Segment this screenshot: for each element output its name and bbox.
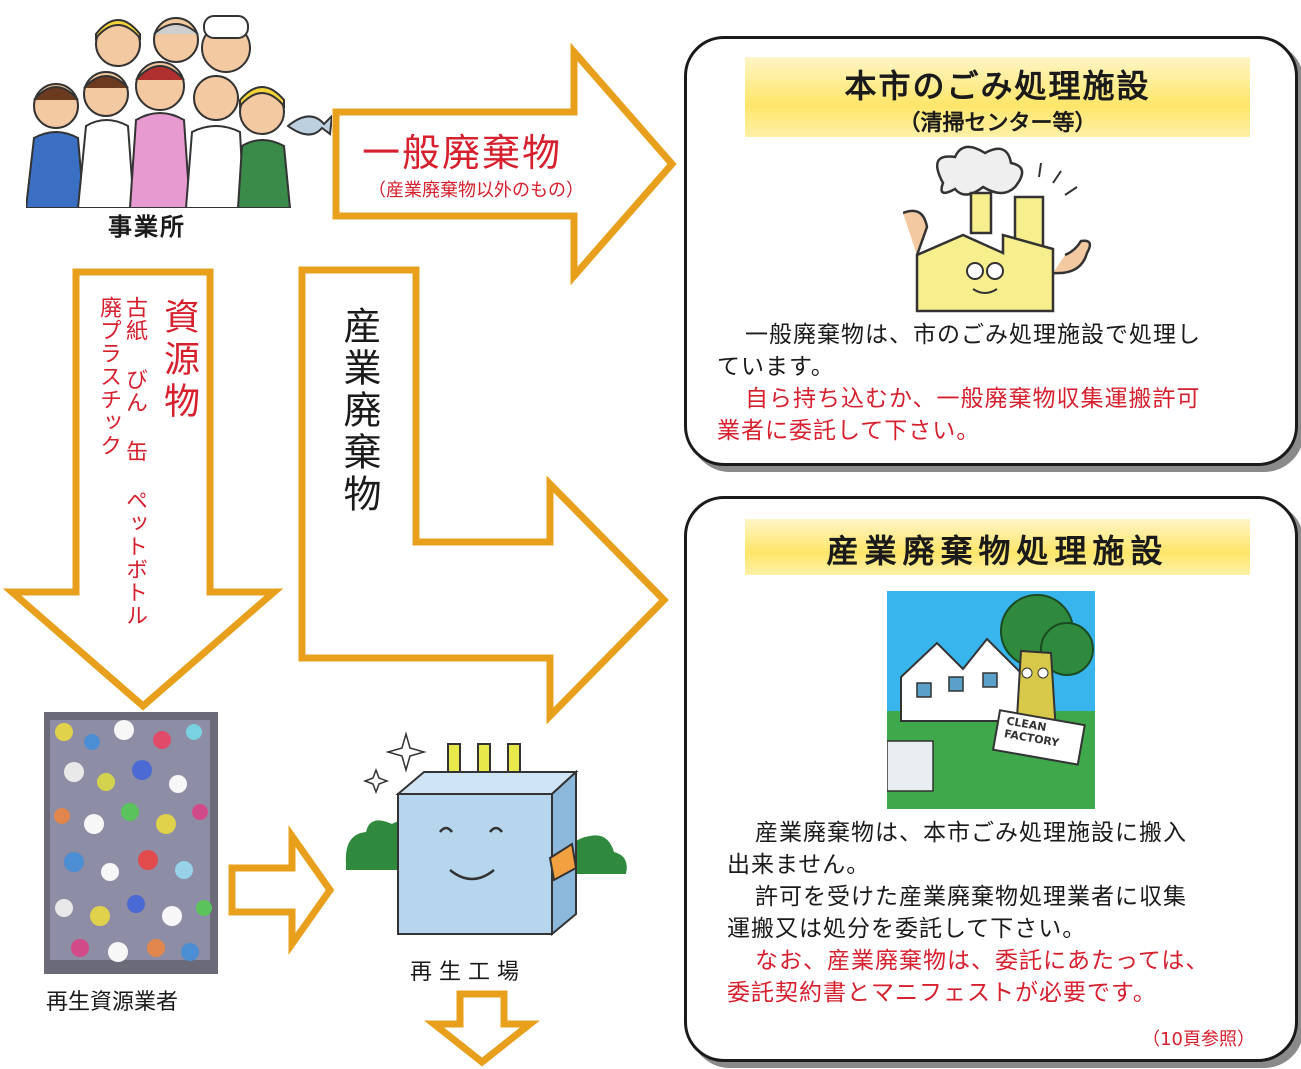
industrial-facility-text: 産業廃棄物は、本市ごみ処理施設に搬入 出来ません。 許可を受けた産業廃棄物処理業… <box>727 817 1287 1009</box>
general-waste-label: 一般廃棄物 <box>362 131 563 175</box>
industrial-waste-label: 産業廃棄物 <box>337 306 381 516</box>
arrow-resources <box>2 268 284 711</box>
arrow-industrial-waste <box>298 266 669 725</box>
recycler-bale-photo <box>44 712 218 974</box>
arrow-factory-down <box>423 990 541 1067</box>
factory-label: 再 生 工 場 <box>410 960 519 985</box>
city-facility-text1-line2: ています。 <box>717 354 835 380</box>
industrial-facility-title: 産業廃棄物処理施設 <box>826 532 1169 570</box>
city-facility-title: 本市のごみ処理施設 <box>844 67 1151 105</box>
industrial-facility-text2-line1: 許可を受けた産業廃棄物処理業者に収集 <box>755 884 1187 910</box>
resources-items-line1: 古紙 びん 缶 ペットボトル <box>122 296 147 627</box>
industrial-facility-text3-line2: 委託契約書とマニフェストが必要です。 <box>727 980 1157 1006</box>
arrow-recycler-to-factory <box>228 824 335 956</box>
industrial-facility-text1-line2: 出来ません。 <box>727 852 871 878</box>
clean-factory-illustration: CLEAN FACTORY <box>887 591 1095 809</box>
city-facility-box: 本市のごみ処理施設 （清掃センター等） 一般廃棄物は、市のごみ処理施設で処理し … <box>684 36 1298 466</box>
resources-items-line2: 廃プラスチック <box>96 296 121 457</box>
cleaning-center-illustration <box>903 145 1092 313</box>
industrial-facility-reference: （10頁参照） <box>1142 1029 1255 1050</box>
city-facility-text2-line2: 業者に委託して下さい。 <box>717 418 981 444</box>
recycling-factory-illustration <box>345 731 627 937</box>
recycler-label: 再生資源業者 <box>46 990 179 1015</box>
industrial-facility-box: 産業廃棄物処理施設 CLEAN FACTORY 産業廃棄物は、本市ごみ処理施設に… <box>684 496 1298 1062</box>
city-facility-text2-line1: 自ら持ち込むか、一般廃棄物収集運搬許可 <box>745 386 1201 412</box>
industrial-facility-text2-line2: 運搬又は処分を委託して下さい。 <box>727 916 1087 942</box>
city-facility-subtitle: （清掃センター等） <box>898 111 1097 136</box>
industrial-facility-title-band: 産業廃棄物処理施設 <box>745 519 1250 575</box>
office-label: 事業所 <box>108 213 186 241</box>
arrow-general-waste <box>332 42 677 286</box>
city-facility-title-band: 本市のごみ処理施設 （清掃センター等） <box>745 57 1250 137</box>
office-workers-illustration <box>26 15 332 208</box>
resources-label: 資源物 <box>158 298 199 424</box>
city-facility-text: 一般廃棄物は、市のごみ処理施設で処理し ています。 自ら持ち込むか、一般廃棄物収… <box>717 319 1287 447</box>
industrial-facility-text1-line1: 産業廃棄物は、本市ごみ処理施設に搬入 <box>755 820 1187 846</box>
industrial-facility-text3-line1: なお、産業廃棄物は、委託にあたっては、 <box>755 948 1210 974</box>
general-waste-note: （産業廃棄物以外のもの） <box>368 180 584 201</box>
city-facility-text1-line1: 一般廃棄物は、市のごみ処理施設で処理し <box>745 322 1201 348</box>
